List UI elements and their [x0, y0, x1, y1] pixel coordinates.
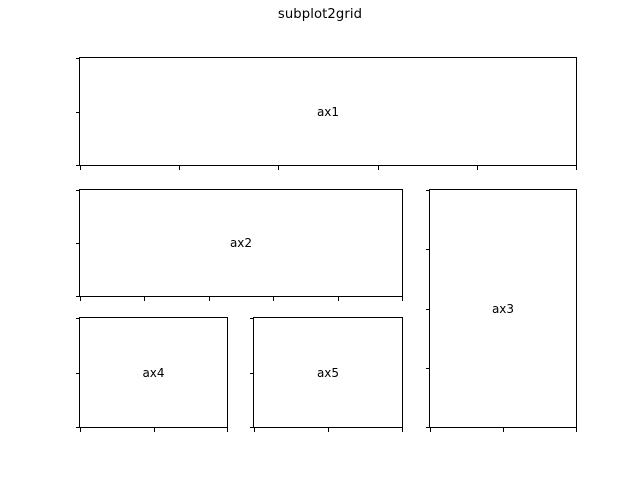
ytick-ax3-4: [425, 427, 429, 428]
xtick-ax2-5: [402, 297, 403, 301]
axes-ax1[interactable]: ax1: [75, 57, 577, 170]
ytick-ax3-2: [425, 308, 429, 310]
xtick-ax4-0: [80, 428, 81, 432]
xtick-ax1-4: [476, 166, 478, 170]
ytick-ax4-0: [75, 318, 79, 319]
ytick-ax4-1: [75, 372, 79, 374]
figure-title: subplot2grid: [277, 7, 363, 22]
ytick-ax5-0: [249, 318, 253, 319]
ytick-ax1-1: [75, 111, 79, 113]
ytick-ax2-1: [75, 243, 79, 244]
xtick-ax1-3: [377, 166, 379, 170]
xtick-ax2-1: [144, 297, 146, 301]
xtick-ax4-1: [153, 428, 155, 432]
xtick-ax3-0: [430, 428, 431, 432]
ytick-ax3-1: [425, 249, 429, 251]
axes-label-ax3: ax3: [491, 301, 515, 316]
axes-label-ax4: ax4: [142, 365, 165, 380]
xtick-ax3-2: [576, 428, 577, 432]
axes-label-ax1: ax1: [316, 104, 340, 119]
xtick-ax5-2: [402, 428, 403, 432]
xtick-ax1-2: [278, 166, 280, 170]
xtick-ax2-4: [337, 297, 339, 301]
xtick-ax4-2: [227, 428, 228, 432]
ytick-ax1-2: [75, 165, 79, 166]
axes-ax3[interactable]: ax3: [425, 189, 577, 432]
xtick-ax2-0: [80, 297, 81, 301]
ytick-ax2-0: [75, 190, 79, 191]
ytick-ax3-3: [425, 367, 429, 369]
xtick-ax5-1: [328, 428, 329, 432]
ytick-ax3-0: [425, 190, 429, 191]
axes-ax5[interactable]: ax5: [249, 317, 403, 432]
ytick-ax1-0: [75, 58, 79, 59]
axes-ax2[interactable]: ax2: [75, 189, 403, 301]
ytick-ax2-2: [75, 296, 79, 297]
ytick-ax5-1: [249, 372, 253, 374]
axes-ax4[interactable]: ax4: [75, 317, 228, 432]
axes-label-ax5: ax5: [316, 365, 340, 380]
xtick-ax2-3: [273, 297, 275, 301]
ytick-ax5-2: [249, 427, 253, 428]
axes-label-ax2: ax2: [229, 236, 253, 250]
xtick-ax2-2: [208, 297, 210, 301]
xtick-ax1-5: [576, 166, 577, 170]
ytick-ax4-2: [75, 427, 79, 428]
xtick-ax5-0: [254, 428, 255, 432]
xtick-ax1-1: [179, 166, 181, 170]
xtick-ax1-0: [80, 166, 81, 170]
xtick-ax3-1: [503, 428, 504, 432]
